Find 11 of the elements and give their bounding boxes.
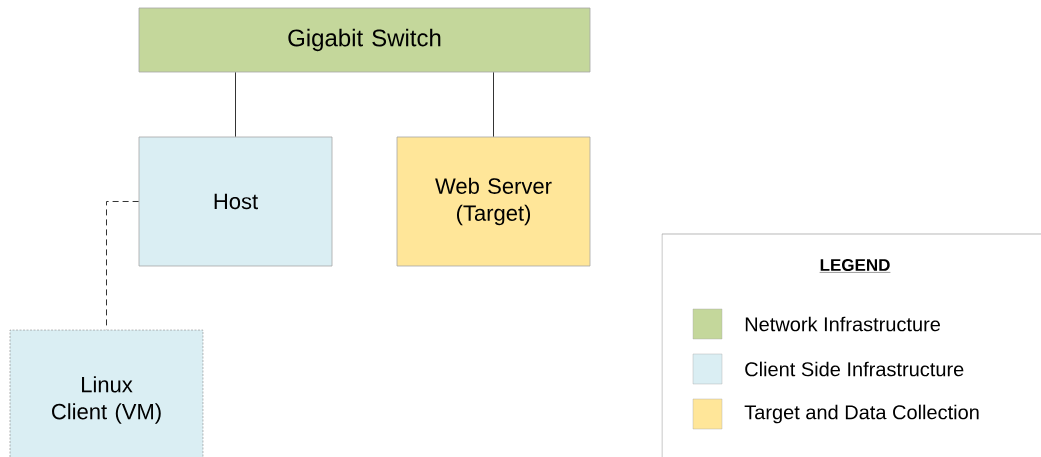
- box: Gigabit Switch: [138, 7, 591, 73]
- legend-label: Target and Data Collection: [744, 404, 979, 424]
- box: Linux Client (VM): [9, 329, 204, 457]
- legend-label: Network Infrastructure: [745, 316, 940, 332]
- connector-line: [106, 201, 140, 331]
- box: Web Server (Target): [396, 136, 591, 267]
- box: Host: [138, 136, 333, 267]
- connector-line: [235, 71, 236, 138]
- legend-label: Client Side Infrastructure: [745, 361, 964, 377]
- legend-title: LEGEND: [819, 258, 891, 273]
- connector-line: [493, 71, 494, 138]
